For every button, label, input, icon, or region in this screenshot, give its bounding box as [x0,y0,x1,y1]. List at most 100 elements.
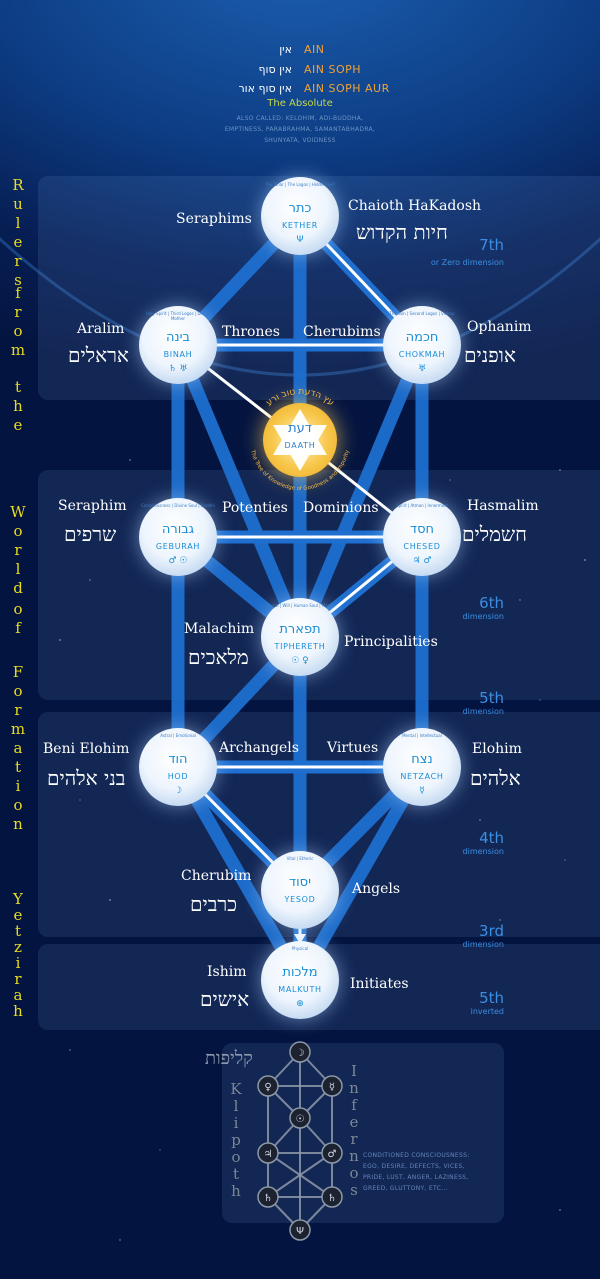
dim-5th-inverted: 5th inverted [471,989,504,1016]
rulers-letter: e [13,416,23,434]
dim-4th-small: dimension [462,847,504,856]
infernos-letter: r [350,1130,358,1148]
infernos-letter: n [349,1147,359,1165]
klipoth-symbol-1-icon: ☽ [296,1048,305,1059]
netzach-tiny: Mental | Intellectual [402,733,442,738]
malkuth-symbol-icon: ⊕ [296,999,304,1009]
path-binah-tiphereth [171,338,307,644]
sephirah-geburah[interactable]: Consciousness | Divine Soul | Buddhi גבו… [139,498,217,576]
hod-tiny: Astral | Emotional [160,733,196,738]
klipoth-letter: i [233,1114,239,1132]
path-netzach-malkuth [293,760,429,987]
ain-soph-aur-hebrew: אין סוף אור [238,82,292,95]
dim-3rd: 3rd dimension [463,922,504,949]
chesed-symbol-icon: ♃ ♂ [412,556,432,566]
klipoth-symbol-5-icon: ♃ [264,1149,273,1160]
rulers-letter: h [13,397,23,415]
rulers-letter: W [10,503,26,521]
label-angels: Angels [352,881,401,897]
label-hasmalim-hebrew: חשמלים [462,522,527,546]
dim-5th-inverted-small: inverted [470,1007,504,1016]
label-thrones: Thrones [222,324,280,340]
klipoth-letter: t [232,1165,240,1183]
yesod-hebrew: יסוד [289,875,311,890]
rulers-letter: a [13,739,23,757]
dim-7th-big: 7th [479,236,504,254]
rulers-letter: l [15,214,21,232]
geburah-hebrew: גבורה [161,522,195,537]
chokmah-tiny: The Son | Second Logos | Vishnu [389,311,455,316]
binah-hebrew: בינה [165,330,191,345]
dim-4th-big: 4th [479,829,504,847]
rulers-letter: R [12,176,24,194]
rulers-letter: r [14,541,22,559]
rulers-letter: t [14,378,22,396]
label-dominions: Dominions [303,500,379,516]
sephirah-chokmah[interactable]: The Son | Second Logos | Vishnu חכמה CHO… [383,306,461,384]
rulers-letter: s [14,271,22,289]
chesed-tiny: Spirit | Atman | Innermost [396,503,448,508]
label-cherubim: Cherubim [181,868,252,884]
geburah-name: GEBURAH [155,542,201,551]
chokmah-symbol-icon: ♅ [417,364,427,374]
infernos-letter: o [349,1164,359,1182]
dim-7th-small: or Zero dimension [430,258,504,267]
label-beni-elohim-hebrew: בני אלהים [47,766,126,790]
label-ophanim: Ophanim [467,319,532,335]
sephirah-hod[interactable]: Astral | Emotional הוד HOD ☽ [139,728,217,806]
klipoth-node-2 [257,1075,279,1097]
klipoth-node-1 [289,1041,311,1063]
klipoth-letter: K [230,1080,242,1098]
label-potenties: Potenties [222,500,288,516]
rulers-letter: m [10,341,26,359]
rulers-letter: e [13,233,23,251]
rulers-letter: Y [13,890,23,908]
rulers-letter: l [15,560,21,578]
malkuth-name: MALKUTH [278,985,322,994]
rulers-letter: i [15,954,21,972]
ain-soph-english: AIN SOPH [304,63,362,76]
sephirah-netzach[interactable]: Mental | Intellectual נצח NETZACH ☿ [383,728,461,806]
dim-3rd-small: dimension [462,940,504,949]
rulers-letter: F [12,663,24,681]
arrow-yesod-malkuth-icon [294,934,306,944]
rulers-letter: o [13,796,23,814]
ain-soph-hebrew: אין סוף [258,63,292,76]
klipoth-symbol-6-icon: ♂ [328,1149,337,1160]
netzach-symbol-icon: ☿ [419,786,425,796]
sephirah-tiphereth[interactable]: Causal | Will | Human Soul | Manas תפארת… [261,598,339,676]
ain-english: AIN [304,43,325,56]
dim-7th-note: or Zero dimension [431,258,504,267]
kether-symbol-icon: Ψ [296,235,304,245]
sephirah-daath[interactable]: דעת DAATH [263,403,337,477]
netzach-name: NETZACH [400,772,444,781]
path-chokmah-tiphereth [293,338,429,644]
klipoth-note-2: EGO, DESIRE, DEFECTS, VICES, [363,1163,465,1170]
sephirah-kether[interactable]: The Ishar | The Logos | Hidden Self כתר … [261,177,339,255]
chesed-name: CHESED [403,542,441,551]
rulers-letter: o [13,682,23,700]
chokmah-hebrew: חכמה [405,330,439,345]
klipoth-node-9 [289,1219,311,1241]
binah-symbol-icon: ♄ ♅ [168,364,188,374]
dim-5th-small: dimension [462,707,504,716]
dim-7th: 7th [479,236,504,254]
label-chaioth-hebrew: חיות הקדוש [356,220,448,244]
malkuth-tiny: Physical [291,946,309,951]
chesed-hebrew: חסד [409,522,435,537]
klipoth-letter: p [231,1131,241,1149]
klipoth-symbol-9-icon: Ψ [296,1226,304,1237]
sephirah-binah[interactable]: Holy Spirit | Third Logos | Divine Mothe… [139,306,217,384]
rulers-letter: r [14,970,22,988]
sephirah-malkuth[interactable]: Physical מלכות MALKUTH ⊕ [261,941,339,1019]
rulers-letter: o [13,600,23,618]
star-of-david-icon [273,409,327,471]
rulers-letter: n [13,815,23,833]
label-archangels: Archangels [219,740,299,756]
sephirah-chesed[interactable]: Spirit | Atman | Innermost חסד CHESED ♃ … [383,498,461,576]
dim-5th: 5th dimension [463,689,504,716]
dim-5th-inverted-big: 5th [479,989,504,1007]
sephirah-yesod[interactable]: Vital | Etheric יסוד YESOD [261,851,339,929]
stars [59,459,586,1241]
